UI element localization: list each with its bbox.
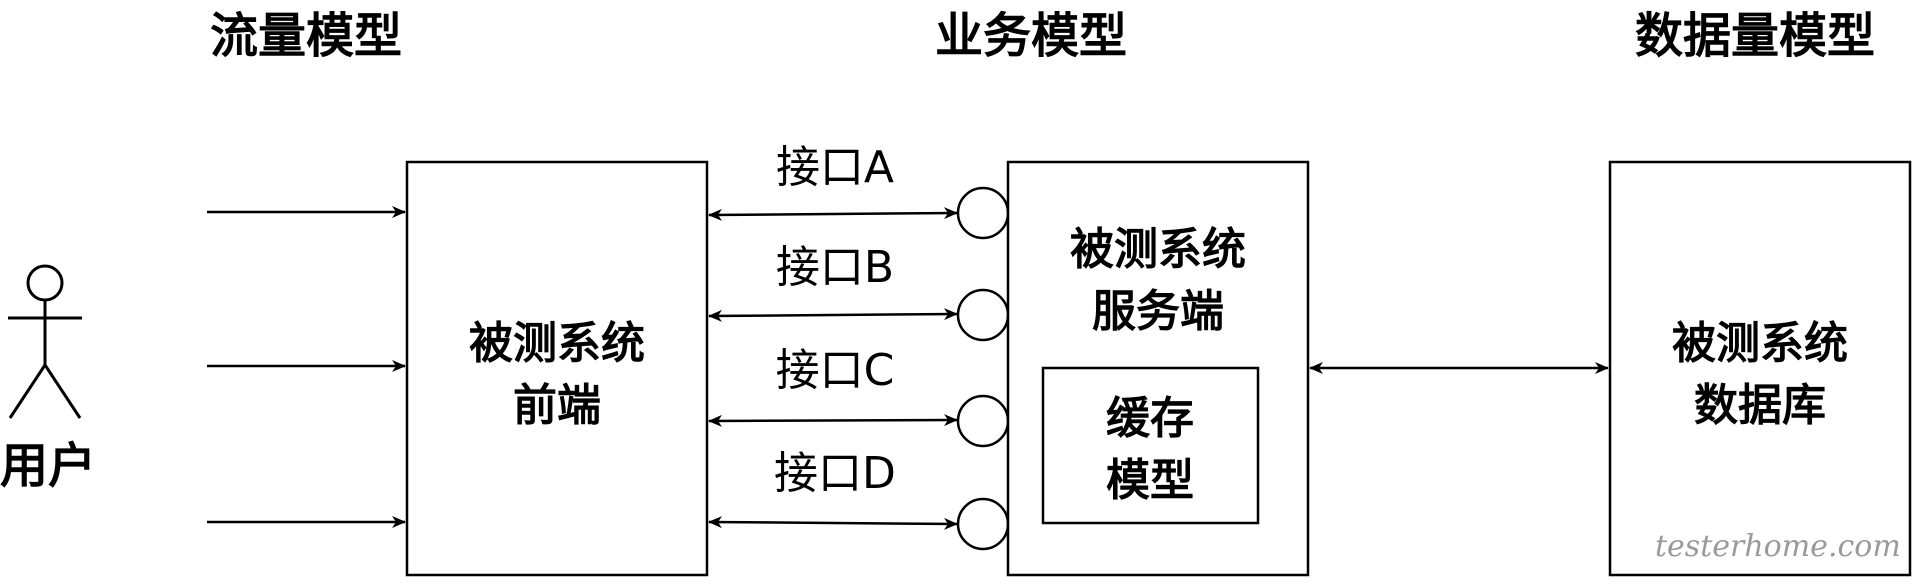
cache-label-line1: 缓存: [1106, 393, 1194, 444]
frontend-label-line2: 前端: [513, 380, 601, 431]
interface-label-b: 接口B: [776, 242, 894, 293]
server-label-line2: 服务端: [1092, 286, 1224, 337]
header-traffic-model: 流量模型: [210, 8, 402, 64]
database-box: [1608, 160, 1912, 577]
user-stick-figure-icon: [8, 264, 82, 419]
cache-model-box: [1041, 366, 1260, 525]
frontend-label-line1: 被测系统: [469, 318, 645, 369]
user-label: 用户: [0, 438, 96, 494]
interface-label-c: 接口C: [776, 345, 895, 396]
interface-port-c: [956, 394, 1010, 448]
database-label-line2: 数据库: [1694, 380, 1826, 431]
header-business-model: 业务模型: [935, 8, 1127, 64]
interface-label-a: 接口A: [776, 142, 894, 193]
server-label-line1: 被测系统: [1070, 224, 1246, 275]
watermark: testerhome.com: [1655, 529, 1901, 564]
frontend-box: [405, 160, 709, 577]
interface-arrow-b: [708, 308, 958, 322]
interface-arrow-a: [708, 207, 958, 221]
interface-port-a: [956, 186, 1010, 240]
header-data-volume-model: 数据量模型: [1635, 8, 1875, 64]
cache-label-line2: 模型: [1106, 455, 1194, 506]
interface-arrow-c: [708, 414, 958, 427]
interface-port-b: [956, 288, 1010, 342]
interface-port-d: [956, 497, 1010, 551]
interface-arrow-d: [708, 516, 958, 530]
interface-label-d: 接口D: [774, 448, 896, 499]
database-label-line1: 被测系统: [1672, 318, 1848, 369]
